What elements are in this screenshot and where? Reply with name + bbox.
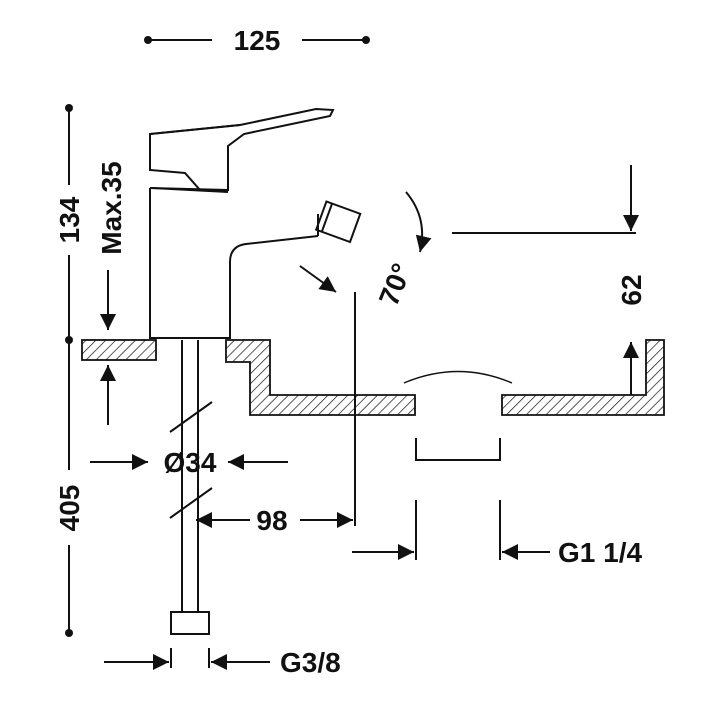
dim-label-height-total: 405	[54, 485, 85, 532]
dim-label-angle: 70°	[373, 259, 418, 310]
dimension-bowl-height: 62	[452, 165, 647, 395]
dim-label-bowl-height: 62	[616, 274, 647, 305]
supply-pipe	[169, 340, 213, 635]
dimension-width-top: 125	[144, 25, 370, 56]
bidet-section	[81, 339, 665, 461]
dimension-angle: 70°	[373, 191, 432, 310]
dim-label-max: Max.35	[96, 161, 127, 254]
dimension-max-deck: Max.35	[96, 161, 127, 425]
dim-label-reach: 98	[256, 505, 287, 536]
faucet-body	[149, 107, 362, 339]
dimension-hole-diameter: Ø34	[90, 447, 288, 478]
dim-label-supply-thread: G3/8	[280, 647, 341, 678]
dim-label-width: 125	[234, 25, 281, 56]
dimension-supply-thread: G3/8	[104, 647, 341, 678]
dimension-left-vertical: 134 405	[54, 104, 85, 637]
dim-label-diameter: Ø34	[164, 447, 217, 478]
dimension-drain-thread: G1 1/4	[352, 500, 642, 568]
dim-label-height-body: 134	[54, 196, 85, 243]
dim-label-drain-thread: G1 1/4	[558, 537, 642, 568]
dimension-reach: 98	[196, 265, 356, 536]
